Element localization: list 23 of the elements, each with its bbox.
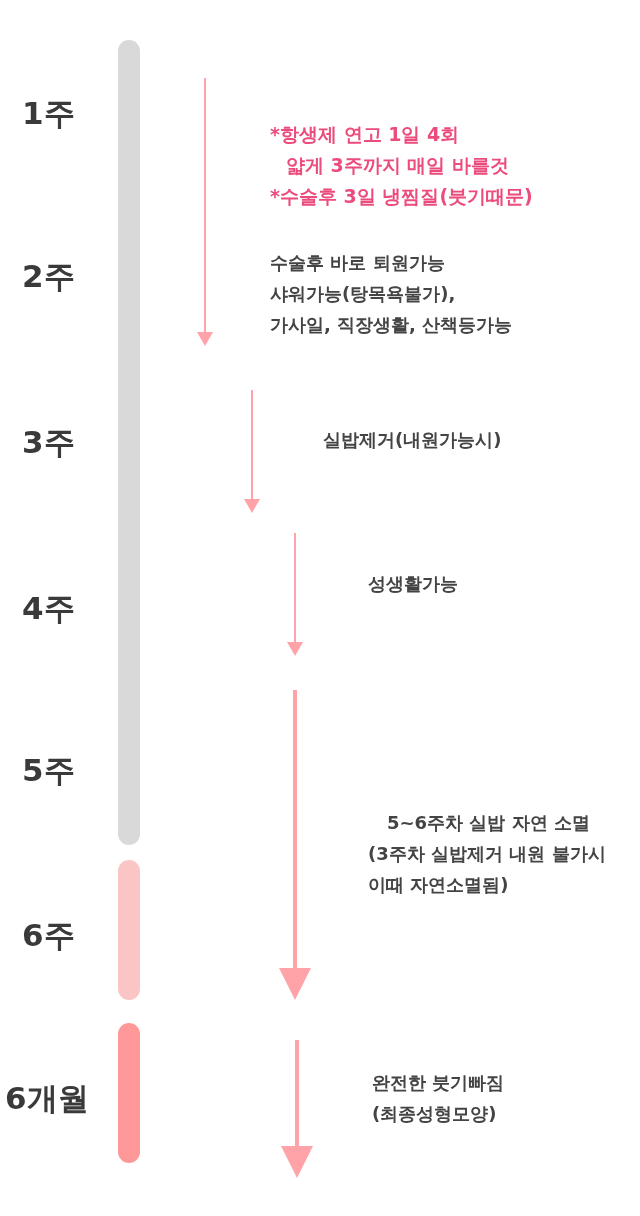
note-text: 수술후 바로 퇴원가능 [270,251,445,275]
timeline-bar [118,1023,140,1163]
period-label: 1주 [22,94,75,133]
period-label: 6주 [22,916,75,955]
note-text: *항생제 연고 1일 4회 [270,122,460,147]
period-label: 4주 [22,589,75,628]
period-label: 5주 [22,751,75,790]
period-label: 6개월 [5,1079,89,1118]
note-text: 얇게 3주까지 매일 바를것 [286,153,510,178]
period-label: 3주 [22,423,75,462]
note-text: (3주차 실밥제거 내원 불가시 [368,842,606,866]
note-text: (최종성형모양) [372,1102,497,1126]
timeline-bar [118,40,140,845]
note-text: 샤워가능(탕목욕불가), [270,282,456,306]
period-label: 2주 [22,257,75,296]
note-text: 5~6주차 실밥 자연 소멸 [387,811,590,835]
note-text: *수술후 3일 냉찜질(붓기때문) [270,184,533,209]
note-text: 성생활가능 [368,572,458,596]
note-text: 이때 자연소멸됨) [368,873,509,897]
note-text: 완전한 붓기빠짐 [372,1071,505,1095]
timeline-bar [118,860,140,1000]
note-text: 가사일, 직장생활, 산책등가능 [270,313,513,337]
note-text: 실밥제거(내원가능시) [323,428,502,452]
